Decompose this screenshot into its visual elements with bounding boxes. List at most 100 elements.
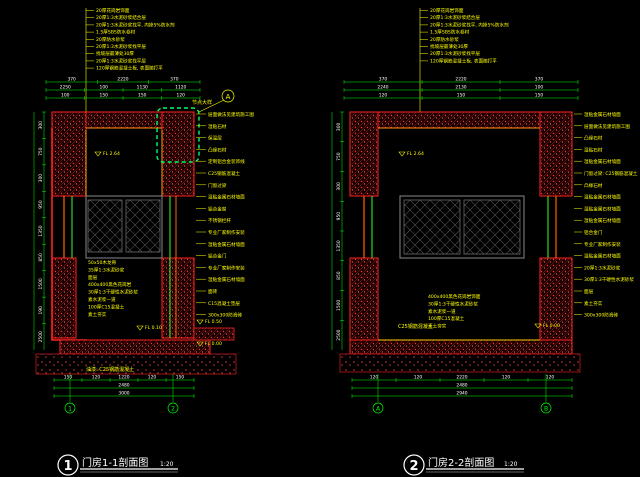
left-wall-lower-a [51, 257, 77, 339]
side-note: 30厚1:3干硬性水泥砂浆 [584, 276, 634, 283]
dim-value: 120 [546, 375, 555, 381]
dim-value: 100 [100, 85, 109, 91]
side-note: 专业厂家制作安装 [584, 241, 621, 248]
dim-value: 120 [177, 93, 186, 99]
inner-note: 30厚1:3干硬性水泥砂浆 [88, 289, 138, 296]
dim-value: 300 [336, 122, 342, 131]
left-title: 门房1-1剖面图 [82, 456, 148, 469]
dim-value: 750 [336, 152, 342, 161]
left-inner-notes: 50x50木龙骨35厚1:3水泥砂浆面层400x400黑色花岗岩30厚1:3干硬… [88, 259, 138, 318]
dim-value: 850 [38, 253, 44, 262]
inner-note: 30厚1:3干硬性水泥砂浆 [428, 300, 478, 307]
right-inner-notes: 400x400黑色花岗岩饰面30厚1:3干硬性水泥砂浆素水泥浆一道100厚C15… [428, 293, 481, 330]
left-bottom-label: 油漆: C25钢筋混凝土 [86, 366, 134, 373]
side-note: 保温层 [208, 135, 222, 142]
detail-highlight-box [156, 107, 200, 163]
side-note: 定制铝合金装饰线 [208, 158, 245, 165]
svg-text:A: A [376, 406, 381, 413]
dim-value: 300 [38, 174, 44, 183]
left-foundation [35, 353, 237, 375]
roof-note: 找坡层最薄处30厚 [430, 43, 468, 50]
dim-value: 120 [148, 375, 157, 381]
right-side-notes: 湿贴金属石材墙面层面做法见建筑施工图凸缘石材湿贴石材湿贴金属石材墙面门窗过梁: … [574, 111, 638, 319]
roof-note: 20厚1:3水泥砂浆找平层 [96, 43, 146, 50]
dim-value: 2940 [456, 391, 467, 397]
left-title-num: 1 [63, 459, 72, 474]
side-note: 湿贴金属石材墙面 [584, 217, 621, 224]
right-title-block: 2 门房2-2剖面图 1:20 [403, 454, 524, 476]
left-axis-2: 2 [167, 374, 179, 414]
dim-value: 1130 [137, 85, 148, 91]
detail-tag: A [226, 93, 231, 101]
dim-value: 300 [336, 182, 342, 191]
side-note: 湿贴金属石材墙面 [584, 158, 621, 165]
svg-text:1: 1 [68, 406, 72, 413]
side-note: 300x300防滑砖 [584, 312, 618, 319]
side-note: 素土夯实 [584, 300, 603, 307]
side-note: 20厚1:3水泥砂浆 [584, 264, 621, 271]
left-axis-1: 1 [64, 374, 76, 414]
dim-value: 950 [38, 200, 44, 209]
left-wall-lower-b [161, 257, 195, 339]
right-window [399, 195, 525, 259]
inner-note: 素土夯实 [428, 323, 447, 330]
right-floor-slab [349, 339, 573, 355]
inner-note: 400x400黑色花岗岩饰面 [428, 293, 481, 300]
dim-value: 120 [370, 375, 379, 381]
inner-note: 50x50木龙骨 [88, 259, 117, 266]
inner-note: 素土夯实 [88, 311, 107, 318]
side-note: 层面做法见建筑施工图 [584, 123, 630, 130]
side-note: 专业厂家制作安装 [208, 229, 245, 236]
dim-value: 1120 [175, 85, 186, 91]
level-label: FL 2.64 [103, 151, 120, 157]
roof-note: 20厚1:3水泥砂浆找平层 [430, 50, 480, 57]
dim-value: 150 [100, 93, 109, 99]
dim-value: 120 [414, 375, 423, 381]
right-wall-lower-b [539, 257, 573, 341]
dim-value: 300 [38, 121, 44, 130]
dim-value: 1350 [336, 240, 342, 251]
level-label: FL 0.10 [145, 325, 162, 331]
side-note: 门窗过梁: C25钢筋混凝土 [584, 170, 638, 177]
level-label: FL 0.00 [543, 323, 560, 329]
dim-value: 2220 [117, 77, 128, 83]
side-note: 湿贴石材 [584, 146, 603, 153]
dim-value: 1350 [38, 225, 44, 236]
level-label: FL 0.00 [205, 341, 222, 347]
inner-note: 面层 [88, 275, 98, 281]
dim-value: 150 [64, 375, 73, 381]
side-note: 湿贴金属石材墙面 [208, 194, 245, 201]
roof-note: 20厚1:3水泥砂浆找平层 [96, 57, 146, 64]
dim-value: 1500 [38, 278, 44, 289]
left-title-block: 1 门房1-1剖面图 1:20 [57, 454, 178, 476]
side-note: 不锈钢栏杆 [208, 217, 231, 224]
roof-note: 20厚花岗岩饰面 [430, 7, 464, 14]
side-note: 门窗过梁 [208, 182, 227, 189]
side-note: 层面做法见建筑施工图 [208, 111, 254, 118]
roof-note: 120厚钢筋混凝土板, 表面随打平 [96, 65, 163, 72]
dim-value: 2130 [455, 85, 466, 91]
dim-value: 3000 [118, 391, 129, 397]
right-wall-lower-a [349, 257, 379, 341]
roof-note: 找坡层最薄处30厚 [96, 50, 134, 57]
side-note: 湿贴金属石材墙面 [584, 111, 621, 118]
dim-value: 750 [38, 147, 44, 156]
svg-text:B: B [544, 406, 548, 413]
dim-value: 1220 [118, 375, 129, 381]
right-title: 门房2-2剖面图 [428, 456, 494, 469]
side-note: C25钢筋混凝土 [208, 170, 240, 177]
side-note: 铝合金门 [208, 253, 227, 260]
side-note: 面层 [584, 289, 594, 295]
left-wall-upper-a [51, 111, 87, 197]
dim-value: 2480 [118, 383, 129, 389]
left-floor-slab [59, 339, 211, 355]
roof-note: 20厚1:3水泥砂浆结合层 [430, 14, 480, 21]
right-roof-slab [349, 111, 573, 129]
